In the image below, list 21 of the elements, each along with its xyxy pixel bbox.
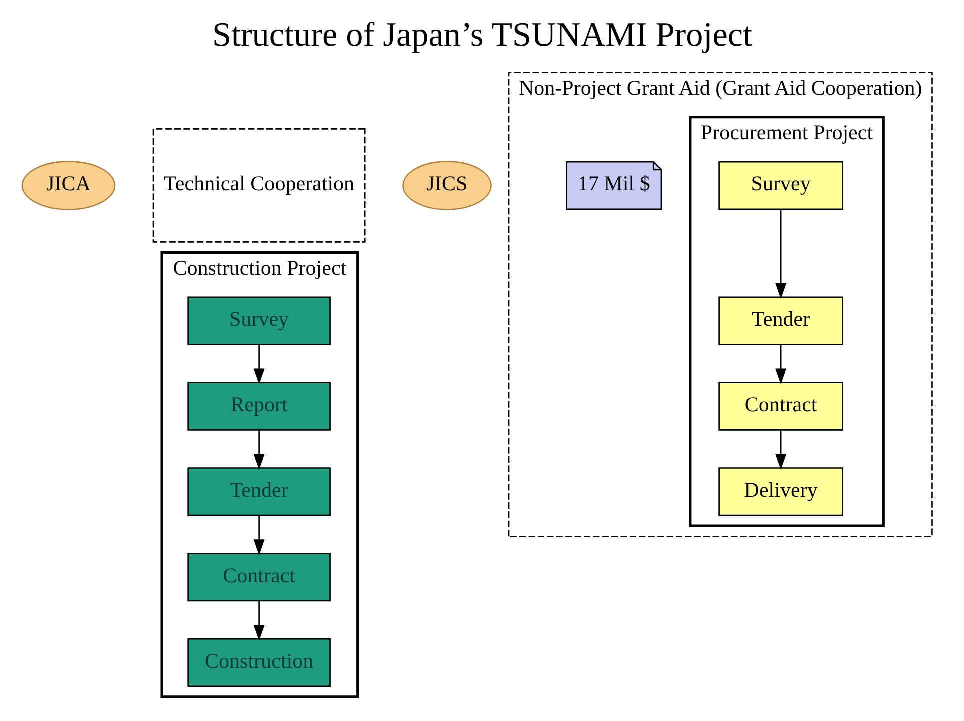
node-box: Construction (187, 638, 330, 688)
node-box: Report (187, 382, 330, 431)
node-box: Technical Cooperation (152, 128, 366, 243)
node-box: Tender (718, 296, 844, 346)
node-box: Contract (187, 553, 330, 602)
arrow (253, 516, 264, 556)
node-box: Delivery (718, 468, 844, 516)
arrow (775, 430, 786, 470)
node-box: Tender (187, 468, 330, 516)
arrow (253, 430, 264, 470)
node-ellipse: JICA (21, 161, 116, 210)
arrow (253, 601, 264, 641)
node-label: 17 Mil $ (577, 172, 650, 196)
diagram-title: Structure of Japan’s TSUNAMI Project (212, 17, 752, 54)
arrow (775, 345, 786, 385)
node-box: Survey (718, 161, 844, 210)
node-box: Contract (718, 382, 844, 431)
node-ellipse: JICS (402, 161, 492, 210)
node-box: Survey (187, 296, 330, 346)
arrow (253, 345, 264, 385)
arrow (775, 210, 786, 300)
